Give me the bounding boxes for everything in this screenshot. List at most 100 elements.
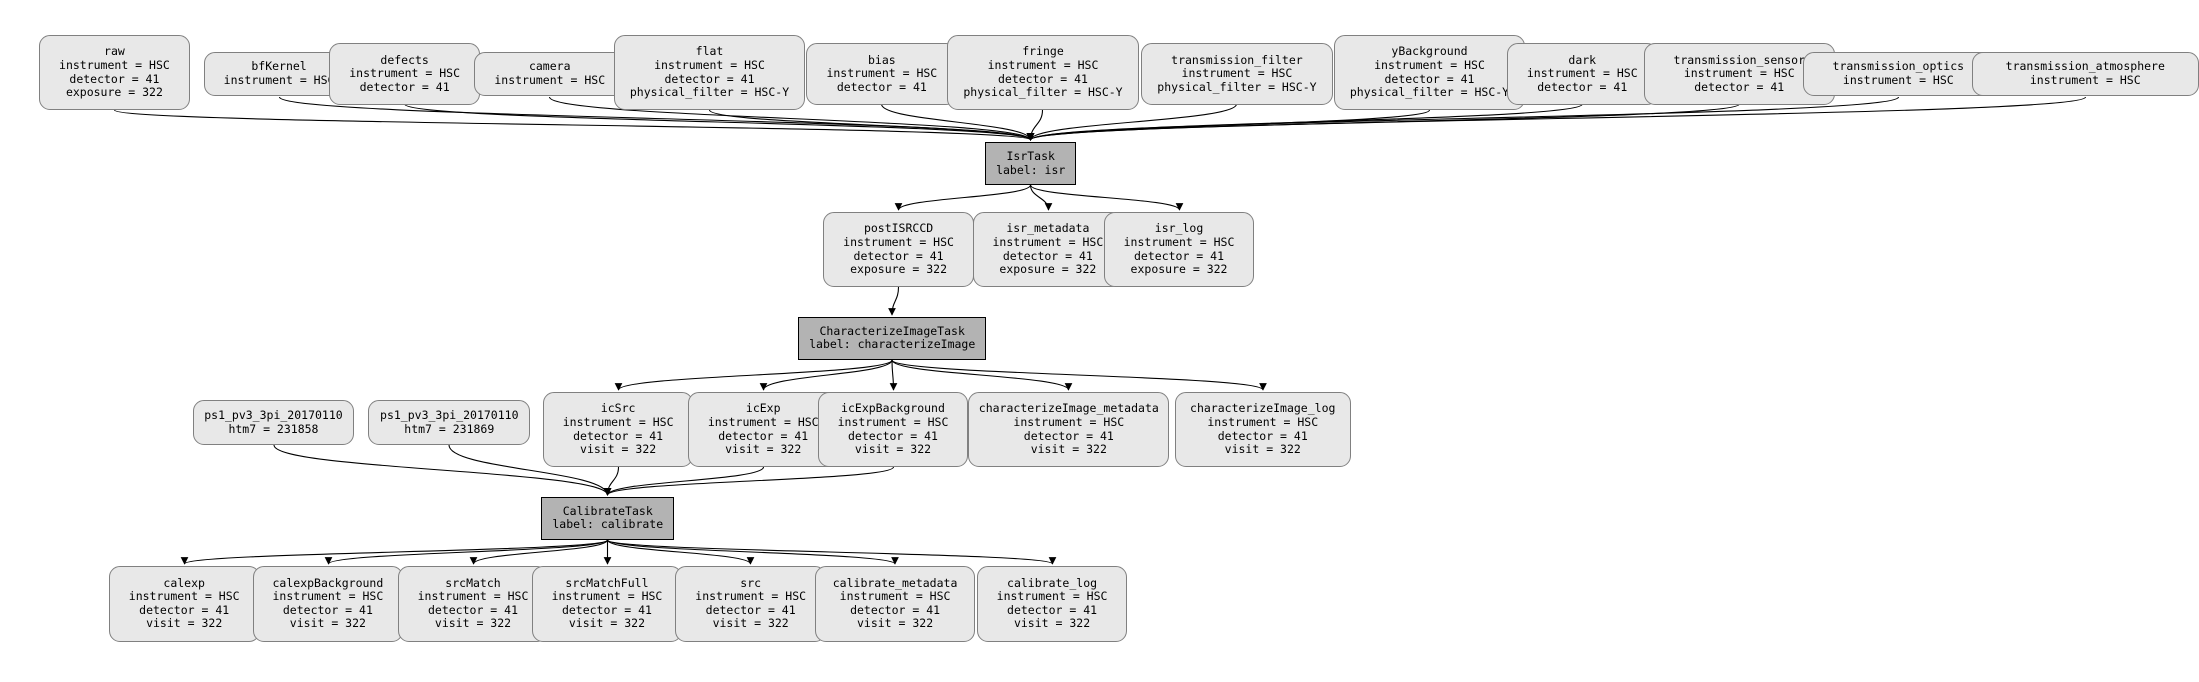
node-detail-line: instrument = HSC bbox=[1123, 235, 1235, 250]
edge-yBackground-to-IsrTask bbox=[1026, 109, 1431, 141]
node-detail-line: visit = 322 bbox=[856, 616, 934, 631]
node-detail-line: instrument = HSC bbox=[654, 57, 765, 72]
node-detail-line: instrument = HSC bbox=[1181, 66, 1293, 81]
node-detail-line: physical_filter = HSC-Y bbox=[963, 85, 1123, 100]
edge-CharacterizeImageTask-to-characterizeImage_log bbox=[891, 359, 1267, 391]
node-detail-line: detector = 41 bbox=[359, 79, 450, 94]
edge-group bbox=[113, 96, 2087, 565]
edge-flat-to-IsrTask bbox=[708, 109, 1035, 141]
node-title: yBackground bbox=[1391, 44, 1468, 59]
node-detail-line: exposure = 322 bbox=[850, 262, 948, 277]
node-detail-line: detector = 41 bbox=[718, 428, 809, 443]
node-detail-line: visit = 322 bbox=[1224, 442, 1301, 457]
node-title: src bbox=[740, 575, 762, 590]
node-detail-line: instrument = HSC bbox=[562, 414, 674, 429]
edge-CalibrateTask-to-calibrate_log bbox=[606, 539, 1057, 565]
node-title: icExpBackground bbox=[841, 401, 945, 416]
node-detail-line: instrument = HSC bbox=[494, 72, 606, 87]
edge-icExp-to-CalibrateTask bbox=[603, 466, 765, 496]
edge-IsrTask-to-isr_metadata bbox=[1029, 184, 1053, 211]
node-detail-line: detector = 41 bbox=[1537, 79, 1628, 94]
edge-fringe-to-IsrTask bbox=[1026, 109, 1044, 141]
node-title: calexpBackground bbox=[272, 575, 384, 590]
node-detail-line: detector = 41 bbox=[1217, 428, 1308, 443]
node-detail-line: detector = 41 bbox=[427, 602, 518, 617]
node-title: isr_log bbox=[1154, 221, 1204, 236]
node-detail-line: visit = 322 bbox=[568, 616, 646, 631]
node-title: srcMatch bbox=[445, 575, 501, 590]
node-detail-line: exposure = 322 bbox=[1130, 262, 1228, 277]
node-detail-line: instrument = HSC bbox=[59, 57, 170, 72]
node-title: postISRCCD bbox=[863, 221, 934, 236]
node-detail-line: instrument = HSC bbox=[695, 589, 807, 604]
node-detail-line: instrument = HSC bbox=[839, 589, 951, 604]
node-detail-line: exposure = 322 bbox=[65, 85, 163, 100]
node-detail-line: detector = 41 bbox=[836, 79, 927, 94]
node-detail-line: visit = 322 bbox=[289, 616, 366, 631]
node-detail-line: detector = 41 bbox=[1134, 248, 1225, 263]
node-detail-line: visit = 322 bbox=[146, 616, 223, 631]
node-title: icExp bbox=[745, 401, 781, 416]
node-detail-line: exposure = 322 bbox=[999, 262, 1097, 277]
edge-icExpBackground-to-CalibrateTask bbox=[603, 466, 895, 496]
node-detail-line: visit = 322 bbox=[1013, 616, 1091, 631]
node-detail-line: instrument = HSC bbox=[1013, 414, 1125, 429]
node-title: srcMatchFull bbox=[565, 575, 649, 590]
node-detail-line: instrument = HSC bbox=[1683, 66, 1795, 81]
node-detail-line: instrument = HSC bbox=[1374, 57, 1485, 72]
node-detail-line: detector = 41 bbox=[69, 71, 160, 86]
edge-CalibrateTask-to-srcMatch bbox=[469, 539, 609, 565]
node-title: calibrate_metadata bbox=[832, 575, 958, 590]
node-detail-line: visit = 322 bbox=[434, 616, 512, 631]
node-detail-line: instrument = HSC bbox=[992, 235, 1104, 250]
node-detail-line: visit = 322 bbox=[712, 616, 789, 631]
node-title: dark bbox=[1568, 52, 1597, 67]
node-title: calexp bbox=[163, 575, 205, 590]
node-detail-line: visit = 322 bbox=[1030, 442, 1107, 457]
node-detail-line: instrument = HSC bbox=[1842, 72, 1954, 87]
node-title: calibrate_log bbox=[1007, 575, 1098, 590]
node-detail-line: label: isr bbox=[996, 162, 1066, 177]
edge-CharacterizeImageTask-to-icExp bbox=[759, 359, 893, 391]
node-detail-line: visit = 322 bbox=[580, 442, 657, 457]
node-title: transmission_optics bbox=[1832, 59, 1965, 74]
node-detail-line: instrument = HSC bbox=[843, 235, 954, 250]
node-detail-line: label: characterizeImage bbox=[809, 337, 976, 352]
node-title: bias bbox=[867, 52, 896, 67]
node-detail-line: instrument = HSC bbox=[826, 66, 938, 81]
node-detail-line: instrument = HSC bbox=[349, 66, 461, 81]
